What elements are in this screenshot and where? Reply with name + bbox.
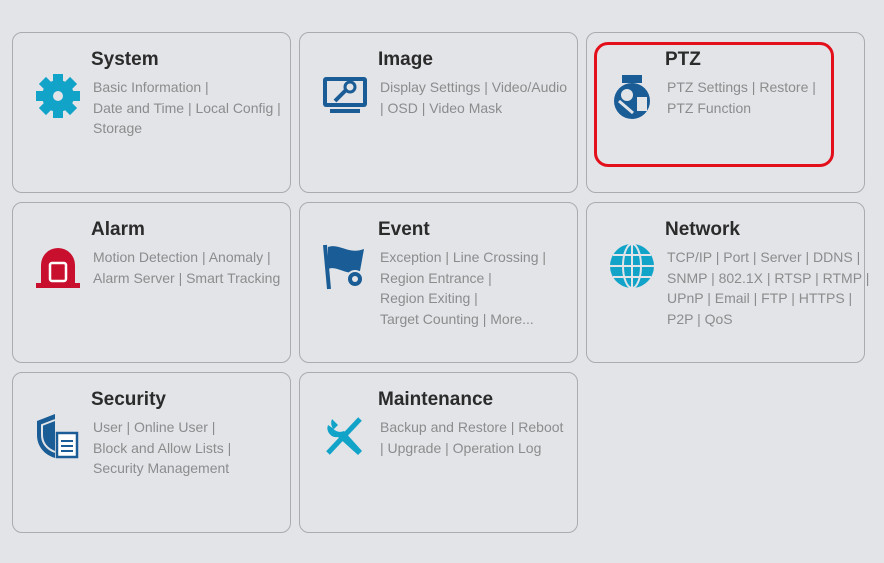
card-title: Image <box>378 49 433 70</box>
card-image[interactable]: Image Display Settings | Video/Audio | OS… <box>299 32 578 193</box>
card-link-line[interactable]: | Upgrade | Operation Log <box>380 439 542 456</box>
card-maintenance[interactable]: Maintenance Backup and Restore | Reboot |… <box>299 372 578 533</box>
event-flag-icon <box>320 241 370 291</box>
card-link-line[interactable]: | OSD | Video Mask <box>380 99 503 116</box>
card-links: Backup and Restore | Reboot | Upgrade | O… <box>380 417 563 458</box>
card-link-line[interactable]: Date and Time | Local Config | <box>93 99 281 116</box>
alarm-light-icon <box>33 241 83 291</box>
card-link-line[interactable]: TCP/IP | Port | Server | DDNS | <box>667 249 861 265</box>
monitor-icon <box>320 71 370 121</box>
card-link-line[interactable]: UPnP | Email | FTP | HTTPS | <box>667 290 853 306</box>
card-links: User | Online User | Block and Allow List… <box>93 417 231 479</box>
card-links: Exception | Line Crossing | Region Entran… <box>380 247 546 329</box>
shield-icon <box>33 411 83 461</box>
card-title: Network <box>665 219 740 240</box>
card-links: TCP/IP | Port | Server | DDNS | SNMP | 80… <box>667 247 869 329</box>
card-link-line[interactable]: P2P | QoS <box>667 310 733 327</box>
card-link-line[interactable]: Block and Allow Lists | <box>93 439 232 456</box>
card-title: Maintenance <box>378 389 494 410</box>
card-title: System <box>91 49 159 70</box>
card-alarm[interactable]: Alarm Motion Detection | Anomaly | Alarm … <box>12 202 291 363</box>
card-link-line[interactable]: Display Settings | Video/Audio <box>380 79 568 95</box>
card-link-line[interactable]: Region Entrance | <box>380 269 492 286</box>
card-links: PTZ Settings | Restore | PTZ Function <box>667 77 816 118</box>
card-link-line[interactable]: Basic Information | <box>93 79 209 95</box>
card-link-line[interactable]: Target Counting | More... <box>380 310 534 327</box>
card-link-line[interactable]: Motion Detection | Anomaly | <box>93 249 271 265</box>
card-network[interactable]: Network TCP/IP | Port | Server | DDNS | S… <box>586 202 869 363</box>
card-link-line[interactable]: Exception | Line Crossing | <box>380 249 547 265</box>
card-link-line[interactable]: Security Management <box>93 460 230 476</box>
card-link-line[interactable]: Region Exiting | <box>380 290 478 306</box>
globe-icon <box>607 241 657 291</box>
card-link-line[interactable]: User | Online User | <box>93 419 216 435</box>
card-title: Alarm <box>91 219 145 240</box>
ptz-camera-icon <box>607 71 657 121</box>
card-ptz[interactable]: PTZ PTZ Settings | Restore | PTZ Function <box>586 32 865 193</box>
card-link-line[interactable]: PTZ Settings | Restore | <box>667 79 816 95</box>
card-link-line[interactable]: Backup and Restore | Reboot <box>380 419 564 435</box>
card-event[interactable]: Event Exception | Line Crossing | Region … <box>299 202 578 363</box>
card-link-line[interactable]: PTZ Function <box>667 99 752 116</box>
card-security[interactable]: Security User | Online User | Block and A… <box>12 372 291 533</box>
card-link-line[interactable]: Alarm Server | Smart Tracking <box>93 269 281 286</box>
card-links: Basic Information | Date and Time | Local… <box>93 77 281 139</box>
card-title: Event <box>378 219 430 240</box>
card-link-line[interactable]: SNMP | 802.1X | RTSP | RTMP | <box>667 269 870 286</box>
card-title: Security <box>91 389 166 410</box>
card-links: Display Settings | Video/Audio | OSD | Vi… <box>380 77 567 118</box>
card-system[interactable]: System Basic Information | Date and Time … <box>12 32 291 193</box>
tools-icon <box>320 411 370 461</box>
card-title: PTZ <box>665 49 701 70</box>
card-link-line[interactable]: Storage <box>93 120 143 136</box>
card-links: Motion Detection | Anomaly | Alarm Server… <box>93 247 280 288</box>
gear-icon <box>33 71 83 121</box>
